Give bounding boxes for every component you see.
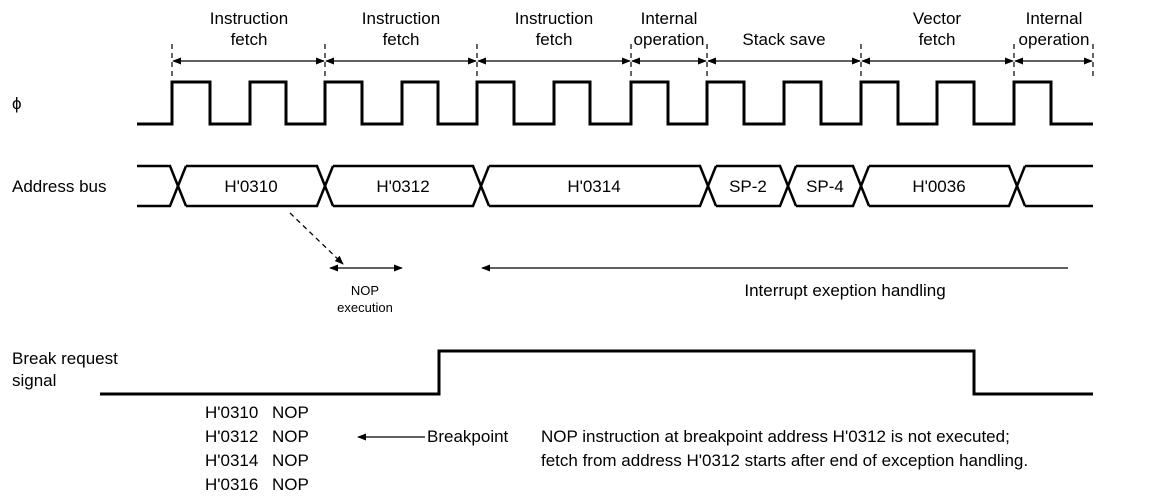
breakpoint-label: Breakpoint: [427, 427, 509, 446]
bus-value-2: H'0312: [376, 177, 429, 196]
phase-label-4-line1: Internal: [641, 9, 698, 28]
program-instruction: NOP: [272, 451, 309, 470]
program-line-1: H'0310 NOP: [205, 403, 309, 422]
program-instruction: NOP: [272, 427, 309, 446]
phase-label-3-line1: Instruction: [515, 9, 593, 28]
nop-execution-label-line2: execution: [337, 300, 393, 315]
bus-value-5: SP-4: [806, 177, 844, 196]
break-request-label-line2: signal: [12, 371, 56, 390]
phase-boundaries: [171, 44, 1094, 80]
program-instruction: NOP: [272, 403, 309, 422]
program-line-4: H'0316 NOP: [205, 475, 309, 494]
break-request-waveform: [100, 349, 1093, 396]
phase-labels: Instruction fetch Instruction fetch Inst…: [210, 9, 1090, 50]
phase-label-4-line2: operation: [634, 30, 705, 49]
nop-execution-label-line1: NOP: [351, 283, 379, 298]
program-address: H'0310: [205, 403, 258, 422]
break-request-label-line1: Break request: [12, 349, 118, 368]
phase-label-2-line1: Instruction: [362, 9, 440, 28]
address-bus-label: Address bus: [12, 177, 107, 196]
phase-label-7-line1: Internal: [1026, 9, 1083, 28]
bus-value-1: H'0310: [224, 177, 277, 196]
clock-label: ϕ: [12, 94, 22, 113]
note-line1: NOP instruction at breakpoint address H'…: [541, 427, 1010, 446]
program-line-2: H'0312 NOP: [205, 427, 309, 446]
phase-label-5-line1: Stack save: [742, 30, 825, 49]
interrupt-handling-label: Interrupt exeption handling: [744, 281, 945, 300]
nop-pointer-arrow: [289, 212, 344, 265]
note-line2: fetch from address H'0312 starts after e…: [541, 451, 1028, 470]
program-line-3: H'0314 NOP: [205, 451, 309, 470]
bus-value-3: H'0314: [567, 177, 620, 196]
address-bus-waveform: [137, 164, 1093, 208]
program-address: H'0312: [205, 427, 258, 446]
phase-label-2-line2: fetch: [383, 30, 420, 49]
program-instruction: NOP: [272, 475, 309, 494]
phase-label-1-line2: fetch: [231, 30, 268, 49]
bus-value-6: H'0036: [912, 177, 965, 196]
phase-label-1-line1: Instruction: [210, 9, 288, 28]
phase-label-6-line2: fetch: [919, 30, 956, 49]
bus-value-4: SP-2: [729, 177, 767, 196]
phase-label-3-line2: fetch: [536, 30, 573, 49]
program-address: H'0316: [205, 475, 258, 494]
clock-waveform: [137, 80, 1093, 126]
phase-label-7-line2: operation: [1019, 30, 1090, 49]
program-address: H'0314: [205, 451, 258, 470]
phase-label-6-line1: Vector: [913, 9, 962, 28]
